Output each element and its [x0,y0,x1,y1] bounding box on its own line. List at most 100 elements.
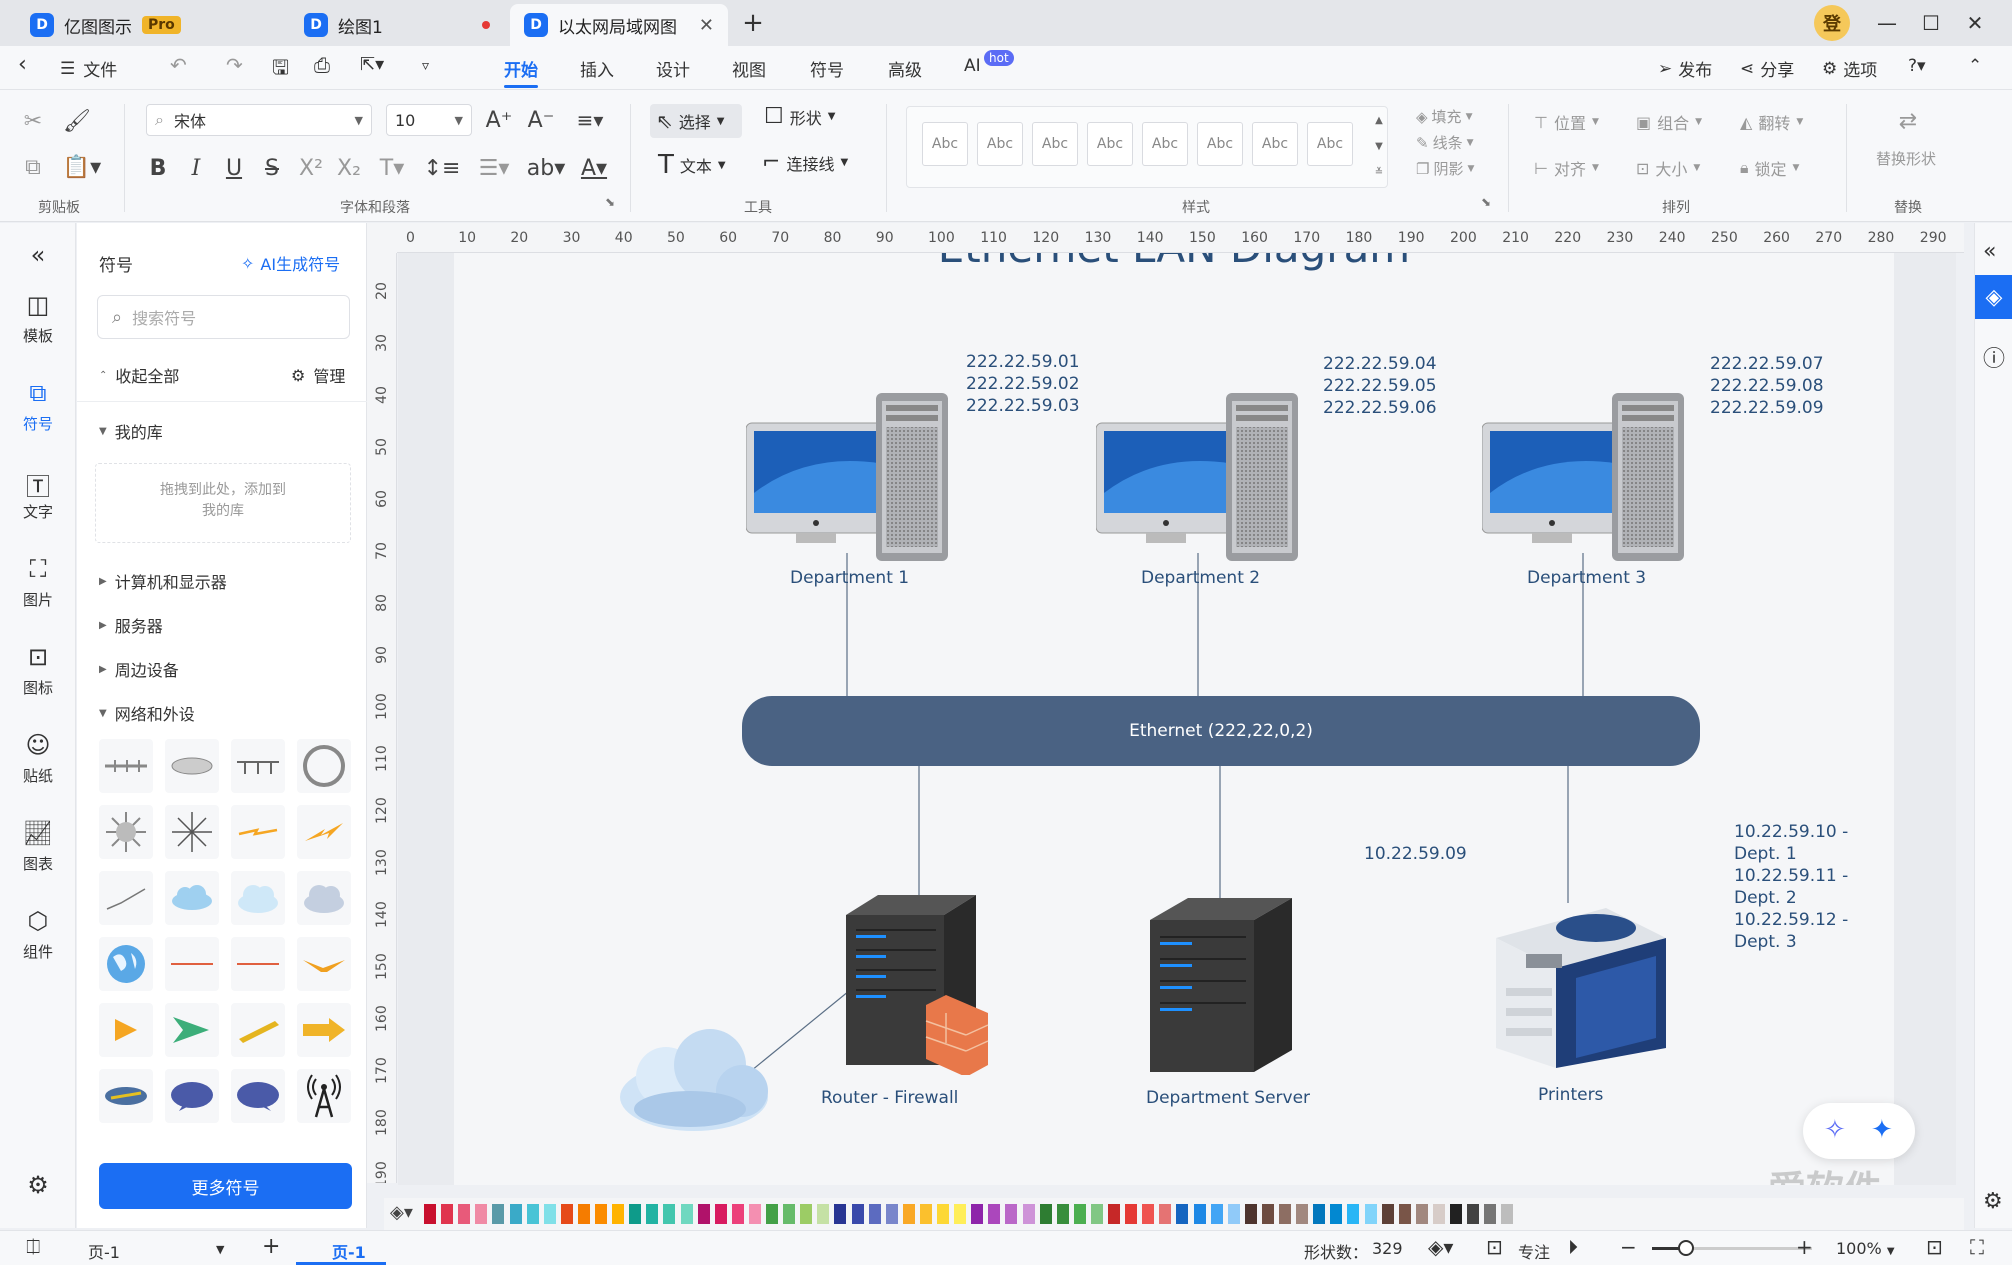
close-window-icon[interactable]: ✕ [1966,11,1984,35]
file-menu[interactable]: ☰ 文件 [60,56,117,82]
ring-symbol[interactable] [297,739,351,793]
tab-symbol[interactable]: 符号 [810,61,844,81]
department-2-ips[interactable]: 222.22.59.04 222.22.59.05 222.22.59.06 [1323,353,1437,419]
cloud-light-symbol[interactable] [231,871,285,925]
color-swatch[interactable] [1313,1204,1326,1224]
format-painter-icon[interactable]: 🖌 [63,108,91,134]
text-highlight-icon[interactable]: ab▾ [526,155,566,181]
zoom-level[interactable]: 100% ▼ [1836,1239,1895,1258]
color-swatch[interactable] [1484,1204,1497,1224]
line2-symbol[interactable] [231,937,285,991]
rail-item-chart[interactable]: 📈︎图表 [0,819,76,874]
user-avatar[interactable]: 登 [1814,5,1850,41]
increase-font-icon[interactable]: A⁺ [485,107,513,133]
arrow-right-symbol[interactable] [99,1003,153,1057]
rail-item-component[interactable]: ⬡组件 [0,907,76,962]
superscript-icon[interactable]: X² [299,155,323,181]
text-case-icon[interactable]: T▾ [379,155,405,181]
color-swatch[interactable] [885,1204,898,1224]
color-swatch[interactable] [1450,1204,1462,1224]
disk-symbol[interactable] [99,1069,153,1123]
tab-advanced[interactable]: 高级 [888,61,922,81]
my-library-section[interactable]: ▼我的库 [99,419,163,443]
size-button[interactable]: ⊡大小▼ [1636,156,1700,180]
chevron-down-icon[interactable]: ▼ [216,1243,225,1256]
color-swatch[interactable] [1347,1204,1360,1224]
style-swatch[interactable]: Abc [977,122,1023,166]
paste-icon[interactable]: 📋▾ [62,154,102,180]
category-peripherals[interactable]: ▶周边设备 [99,657,179,681]
color-swatch[interactable] [646,1204,659,1224]
color-swatch[interactable] [1296,1204,1309,1224]
line-button[interactable]: ✎线条▼ [1416,132,1474,153]
close-tab-icon[interactable]: ✕ [698,14,714,36]
fit-page-icon[interactable]: ⊡ [1926,1235,1943,1259]
connector-tool-button[interactable]: ⌐ 连接线 ▼ [762,150,848,175]
internet-cloud-icon[interactable] [614,1023,774,1143]
color-swatch[interactable] [1108,1204,1120,1224]
department-1-ips[interactable]: 222.22.59.01 222.22.59.02 222.22.59.03 [966,351,1080,417]
computer-icon[interactable] [1096,393,1306,563]
color-swatch[interactable] [595,1204,607,1224]
redo-icon[interactable]: ↷ [226,53,243,77]
color-swatch[interactable] [612,1204,625,1224]
play-icon[interactable]: ⏵ [1568,1235,1578,1259]
font-size-select[interactable]: 10 ▼ [386,104,472,136]
color-swatch[interactable] [492,1204,505,1224]
align-icon[interactable]: ≡▾ [576,108,604,132]
gallery-down-icon[interactable]: ▼ [1375,140,1383,152]
color-swatch[interactable] [783,1204,796,1224]
style-swatch[interactable]: Abc [1252,122,1298,166]
manage-button[interactable]: ⚙管理 [291,363,345,387]
publish-button[interactable]: ➢发布 [1658,56,1712,82]
color-swatch[interactable] [766,1204,778,1224]
color-swatch[interactable] [1193,1204,1206,1224]
page-tab-active[interactable]: 页-1 [332,1243,366,1262]
quick-access-icon[interactable]: ▿ [422,58,430,74]
ethernet-bus[interactable]: Ethernet (222,22,0,2) [742,696,1700,766]
dialog-launcher-icon[interactable]: ⬊ [604,195,616,209]
font-color-icon[interactable]: A▾ [580,155,608,181]
back-icon[interactable]: ‹ [18,52,27,77]
double-chevron-left-icon[interactable]: « [1983,239,1997,264]
lightning-bolt-symbol[interactable] [297,805,351,859]
block-arrow-symbol[interactable] [297,1003,351,1057]
layers-icon[interactable]: ◈▾ [1428,1235,1454,1259]
gear-icon[interactable]: ⚙ [1983,1189,2003,1214]
ai-generate-button[interactable]: ✧AI生成符号 [241,251,340,275]
router-firewall-label[interactable]: Router - Firewall [821,1088,959,1108]
arrow-green-symbol[interactable] [165,1003,219,1057]
color-swatch[interactable] [663,1204,676,1224]
department-2-label[interactable]: Department 2 [1141,568,1261,588]
page-layout-icon[interactable]: ⎅ [26,1237,41,1258]
export-icon[interactable]: ⇱▾ [360,54,385,75]
rail-item-symbol[interactable]: ⧉符号 [0,379,76,434]
group-button[interactable]: ▣组合▼ [1636,110,1702,134]
diagram-title[interactable]: Ethernet LAN Diagram [454,253,1894,272]
options-button[interactable]: ⚙选项 [1822,56,1877,82]
tab-start[interactable]: 开始 [504,61,538,81]
computer-icon[interactable] [746,393,956,563]
lock-button[interactable]: 🔒︎锁定▼ [1740,156,1799,180]
italic-icon[interactable]: I [191,155,201,181]
color-swatch[interactable] [817,1204,830,1224]
color-swatch[interactable] [1415,1204,1428,1224]
color-swatch[interactable] [1364,1204,1377,1224]
cut-icon[interactable]: ✂ [23,108,43,134]
color-swatch[interactable] [902,1204,915,1224]
color-swatch[interactable] [868,1204,881,1224]
color-swatch[interactable] [509,1204,522,1224]
department-server-label[interactable]: Department Server [1146,1088,1311,1108]
color-swatch[interactable] [748,1204,761,1224]
color-swatch[interactable] [526,1204,539,1224]
bubble-symbol[interactable] [165,1069,219,1123]
style-swatch[interactable]: Abc [922,122,968,166]
drawing-canvas[interactable]: Ethernet LAN Diagram [398,253,1956,1185]
color-swatch[interactable] [424,1204,436,1224]
style-swatch[interactable]: Abc [1142,122,1188,166]
printer-icon[interactable] [1486,898,1671,1068]
ai-magic-icon[interactable]: ✧ [1824,1115,1846,1145]
select-tool-button[interactable]: ⇖ 选择 ▼ [650,104,742,138]
color-swatch[interactable] [1381,1204,1394,1224]
print-icon[interactable]: ⎙ [314,53,330,77]
